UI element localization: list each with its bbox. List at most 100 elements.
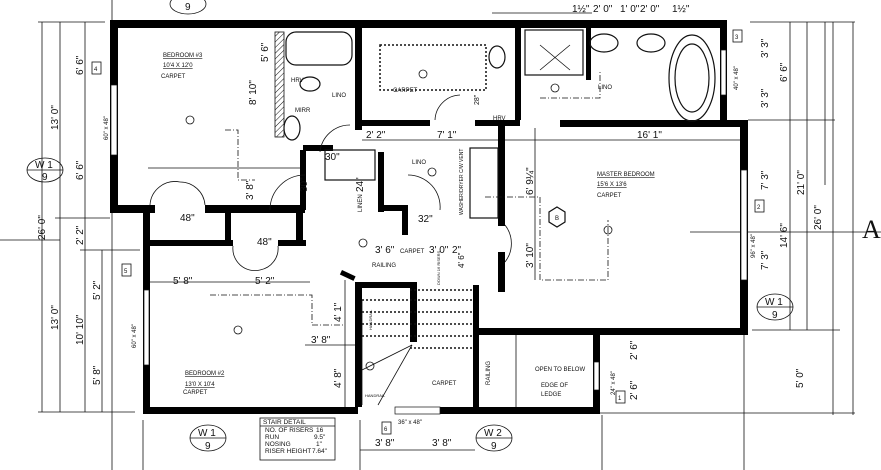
master-size: 15'6 X 13'6: [597, 182, 627, 188]
label: 9: [491, 441, 497, 452]
dim-left-f: 5' 8": [92, 365, 103, 385]
toilet-ensuite: [488, 45, 506, 69]
dim-top-4: 1½": [672, 4, 690, 15]
dim-b2-5-2: 5' 2": [255, 276, 275, 287]
dim-hall-2: 2": [452, 245, 462, 256]
label: 9: [205, 441, 211, 452]
dim-door30b: 30": [299, 177, 310, 192]
label: NO. OF RISERS: [265, 427, 314, 434]
tag-6: 6: [384, 427, 388, 433]
dim-hall-2-2: 2' 2": [366, 130, 386, 141]
sink-left: [589, 33, 619, 53]
bath-floor: LINO: [332, 93, 346, 99]
windows: [110, 49, 748, 415]
dim-closet48a: 48": [180, 213, 195, 224]
section-mark-a: A: [862, 215, 881, 244]
section-w2-bottom: W 29: [475, 424, 513, 452]
dim-win-96: 96" x 48": [751, 234, 757, 258]
dim-win-24: 24" x 48": [611, 371, 617, 395]
dim-hall-3-0: 3' 0": [429, 245, 449, 256]
bedroom3-name: BEDROOM #3: [163, 53, 203, 59]
room-labels: BEDROOM #3 10'4 X 12'0 CARPET BEDROOM #2…: [161, 53, 655, 398]
ledge: LEDGE: [541, 392, 561, 398]
dim-right-e: 14' 6": [779, 223, 790, 248]
dim-door24: 24": [355, 177, 366, 192]
laundry-floor: LINO: [412, 160, 426, 166]
label: 9: [42, 172, 48, 183]
section-w1-right: W 19: [756, 293, 794, 321]
fixtures: [274, 29, 716, 219]
railing-label-2: RAILING: [486, 361, 492, 385]
dim-b3-3-8: 3' 8": [245, 180, 256, 200]
label: 7.64": [312, 448, 328, 455]
dim-window-36: 36" x 48": [398, 420, 422, 426]
dim-left-c: 2' 2": [75, 225, 86, 245]
toilet: [299, 76, 321, 92]
dim-bottom-3-8a: 3' 8": [375, 438, 395, 449]
down-risers-label: DOWN 16 RISERS: [436, 250, 441, 285]
bedroom2-name: BEDROOM #2: [185, 371, 225, 377]
dim-master-6-9: 6' 9¼": [524, 167, 536, 195]
bedroom3-size: 10'4 X 12'0: [163, 63, 193, 69]
dim-left-win2: 60" x 48": [132, 324, 138, 348]
handrail-label: HANDRAIL: [368, 309, 373, 330]
railing-label: RAILING: [372, 263, 396, 269]
dim-right-d: 7' 3": [760, 170, 771, 190]
dim-bath-8-10: 8' 10": [248, 80, 259, 105]
tag-b: B: [555, 216, 559, 222]
dim-left-a: 6' 6": [75, 55, 86, 75]
master-floor: CARPET: [597, 193, 622, 199]
section-markers: W 19 W 19 W 19 W 29 9 A: [26, 0, 881, 452]
open-to-below: OPEN TO BELOW: [535, 367, 585, 373]
dim-right-i: 5' 0": [795, 368, 806, 388]
section-w1-bottom: W 19: [189, 424, 227, 452]
dim-top-0: 1½": [572, 4, 590, 15]
light-fixtures: [185, 69, 613, 371]
dim-right-k: 2' 6": [629, 380, 640, 400]
hrv-unit: [324, 149, 376, 181]
dim-bath-5-6: 5' 6": [260, 42, 271, 62]
tag-4: 4: [94, 67, 98, 73]
sink: [283, 115, 301, 141]
linen-label: LINEN: [358, 194, 364, 212]
dim-hall-4-6: 4' 6": [457, 252, 466, 268]
dim-right-j: 2' 6": [629, 340, 640, 360]
label: W 2: [484, 428, 502, 439]
dim-laundry-width: 7' 1": [437, 130, 457, 141]
dimension-labels: 1½" 2' 0" 1' 0" 2' 0" 1½" 16' 1" 7' 1" 2…: [37, 4, 824, 449]
stair-detail-title: STAIR DETAIL: [263, 419, 306, 426]
bedroom3-floor: CARPET: [161, 74, 186, 80]
dim-right-c: 6' 6": [779, 62, 790, 82]
label: RUN: [265, 434, 279, 441]
section-top: 9: [169, 0, 207, 15]
window-tags: 1 2 3 4 5 6 B: [91, 29, 765, 435]
landing-floor: CARPET: [432, 381, 457, 387]
dim-master-3-10: 3' 10": [525, 243, 536, 268]
dim-door30a: 30": [325, 152, 340, 163]
washer-dryer: [469, 147, 499, 219]
bathtub: [285, 31, 353, 66]
dim-top-2: 1' 0": [620, 4, 640, 15]
section-w1-left: W 19: [26, 157, 64, 183]
dim-win-40: 40" x 48": [734, 66, 740, 90]
soaker-tub: [668, 34, 716, 122]
bedroom2-size: 13'0 X 10'4: [185, 382, 215, 388]
washer-label: WASHER/DRYER C/W VENT: [459, 149, 465, 215]
dim-stair-4-1: 4' 1": [333, 302, 344, 322]
dim-door32: 32": [418, 214, 433, 225]
walkin-floor: CARPET: [393, 88, 418, 94]
dim-stair-4-8: 4' 8": [333, 368, 344, 388]
dim-door28: 28": [474, 94, 481, 105]
dim-left-upper: 13' 0": [50, 105, 61, 130]
hall-carpet: CARPET: [400, 249, 425, 255]
sink-right: [636, 33, 666, 53]
dim-b2-5-8: 5' 8": [173, 276, 193, 287]
dim-right-f: 7' 3": [760, 250, 771, 270]
label: 9: [772, 310, 778, 321]
hrv-label-2: HRV: [493, 116, 506, 122]
dim-top-3: 2' 0": [640, 4, 660, 15]
hrv-label: HRV: [291, 78, 304, 84]
handrail-label-2: HANDRAIL: [365, 393, 386, 398]
edge-of: EDGE OF: [541, 383, 568, 389]
